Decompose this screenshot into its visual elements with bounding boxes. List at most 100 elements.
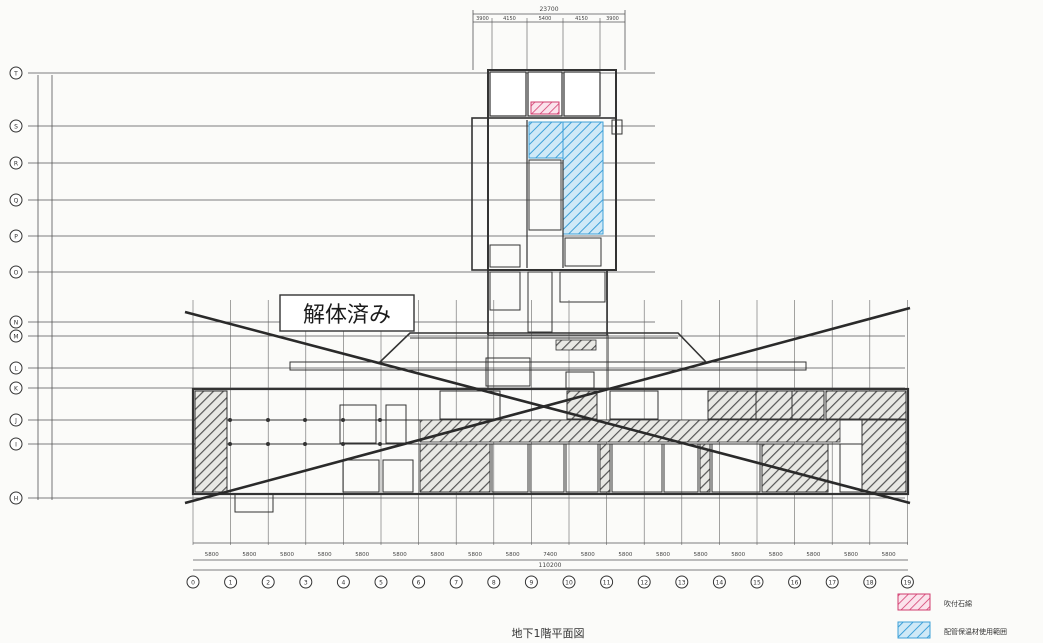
left-axis-label: L <box>14 366 18 373</box>
left-axis-label: J <box>14 418 17 425</box>
left-axis-label: Q <box>14 198 19 205</box>
bottom-axis-bubble: 12 <box>637 575 651 589</box>
column-dot <box>341 418 345 422</box>
column-dot <box>228 442 232 446</box>
bottom-axis-bubble: 1 <box>224 575 238 589</box>
left-axis-bubble: L <box>9 361 23 375</box>
bottom-dim-label: 5800 <box>430 552 444 558</box>
bottom-dim-label: 5800 <box>694 552 708 558</box>
bottom-axis-label: 12 <box>640 580 648 587</box>
bottom-dimensions: 110200 5800 5800 5800 5800 5800 5800 5800 5800 5… <box>186 542 914 589</box>
column-dot <box>341 442 345 446</box>
bottom-axis-bubble: 7 <box>449 575 463 589</box>
column-dot <box>266 418 270 422</box>
left-axis-bubble: T <box>9 66 23 80</box>
bottom-axis-label: 0 <box>191 580 195 587</box>
asbestos-spray-area <box>530 101 560 115</box>
bottom-dim-label: 5800 <box>882 552 896 558</box>
bottom-axis-label: 7 <box>454 580 458 587</box>
legend-label-insulation: 配管保温材使用範囲 <box>944 627 1007 636</box>
bottom-axis-bubble: 4 <box>336 575 350 589</box>
left-axis-label: N <box>14 320 19 327</box>
left-axis-label: T <box>13 71 18 78</box>
legend-swatch-blue <box>897 621 931 639</box>
demolished-cross-line <box>184 306 911 505</box>
left-axis-bubble: Q <box>9 193 23 207</box>
left-axis-bubble: P <box>9 229 23 243</box>
legend: 吹付石綿 配管保温材使用範囲 <box>897 593 1007 639</box>
drawing-title: 地下1階平面図 <box>512 626 585 640</box>
bottom-axis-label: 2 <box>266 580 270 587</box>
top-dim-label: 3900 <box>476 16 489 22</box>
bottom-axis-bubble: 14 <box>712 575 726 589</box>
bottom-axis-label: 4 <box>341 580 345 587</box>
bottom-axis-label: 15 <box>753 580 761 587</box>
bottom-axis-label: 11 <box>603 580 611 587</box>
bottom-axis-bubble: 16 <box>788 575 802 589</box>
column-dot <box>378 418 382 422</box>
bottom-axis-label: 17 <box>828 580 836 587</box>
bottom-axis-label: 14 <box>716 580 724 587</box>
left-axis-bubble: M <box>9 329 23 343</box>
left-axis-bubble: J <box>9 413 23 427</box>
bottom-dim-label: 5800 <box>468 552 482 558</box>
left-axis-bubble: O <box>9 265 23 279</box>
bottom-axis-label: 8 <box>492 580 496 587</box>
bottom-axis-bubble: 5 <box>374 575 388 589</box>
bottom-total-dim: 110200 <box>539 562 562 569</box>
bottom-axis-bubble: 11 <box>600 575 614 589</box>
bottom-dim-label: 5800 <box>769 552 783 558</box>
legend-swatch-pink <box>897 593 931 611</box>
bottom-axis-label: 10 <box>565 580 573 587</box>
top-dim-label: 5400 <box>539 16 552 22</box>
left-axis-bubble: S <box>9 119 23 133</box>
bottom-axis-label: 9 <box>529 580 533 587</box>
bottom-axis-bubble: 17 <box>825 575 839 589</box>
bottom-axis-bubble: 18 <box>863 575 877 589</box>
bottom-dim-label: 5800 <box>242 552 256 558</box>
bottom-axis-label: 1 <box>229 580 233 587</box>
bottom-axis-label: 16 <box>791 580 799 587</box>
bottom-axis-bubble: 15 <box>750 575 764 589</box>
bottom-axis-label: 18 <box>866 580 874 587</box>
bottom-dim-label: 5800 <box>844 552 858 558</box>
demolished-label: 解体済み <box>303 303 391 328</box>
bottom-axis-label: 5 <box>379 580 383 587</box>
bottom-dim-label: 5800 <box>393 552 407 558</box>
left-axis-label: I <box>15 442 17 449</box>
left-axis-bubble: R <box>9 156 23 170</box>
pipe-insulation-area <box>528 121 564 159</box>
column-dot <box>303 418 307 422</box>
bottom-axis-label: 6 <box>417 580 421 587</box>
left-axis-label: M <box>13 334 18 341</box>
demolished-cross-line <box>184 310 911 505</box>
bottom-axis-bubble: 13 <box>675 575 689 589</box>
bottom-dim-label: 5800 <box>318 552 332 558</box>
demolished-label-box <box>279 294 415 332</box>
bottom-axis-bubble: 9 <box>524 575 538 589</box>
bottom-axis-label: 13 <box>678 580 686 587</box>
left-axis-bubble: N <box>9 315 23 329</box>
bottom-axis-bubble: 19 <box>900 575 914 589</box>
bottom-dim-label: 5800 <box>280 552 294 558</box>
column-dot <box>266 442 270 446</box>
bottom-dim-label: 5800 <box>205 552 219 558</box>
bottom-axis-bubble: 2 <box>261 575 275 589</box>
column-dot <box>378 442 382 446</box>
bottom-axis-bubble: 8 <box>487 575 501 589</box>
left-axis-label: P <box>14 234 18 241</box>
top-total-dim: 23700 <box>539 6 558 13</box>
top-dim-label: 3900 <box>606 16 619 22</box>
pipe-insulation-area <box>562 121 604 235</box>
left-axis-bubble: K <box>9 381 23 395</box>
top-dim-label: 4150 <box>575 16 588 22</box>
bottom-dim-label: 5800 <box>731 552 745 558</box>
left-axis-label: S <box>14 124 18 131</box>
bottom-axis-label: 3 <box>304 580 308 587</box>
bottom-dim-label: 5800 <box>506 552 520 558</box>
legend-label-asbestos: 吹付石綿 <box>944 599 972 608</box>
bottom-axis-bubble: 0 <box>186 575 200 589</box>
